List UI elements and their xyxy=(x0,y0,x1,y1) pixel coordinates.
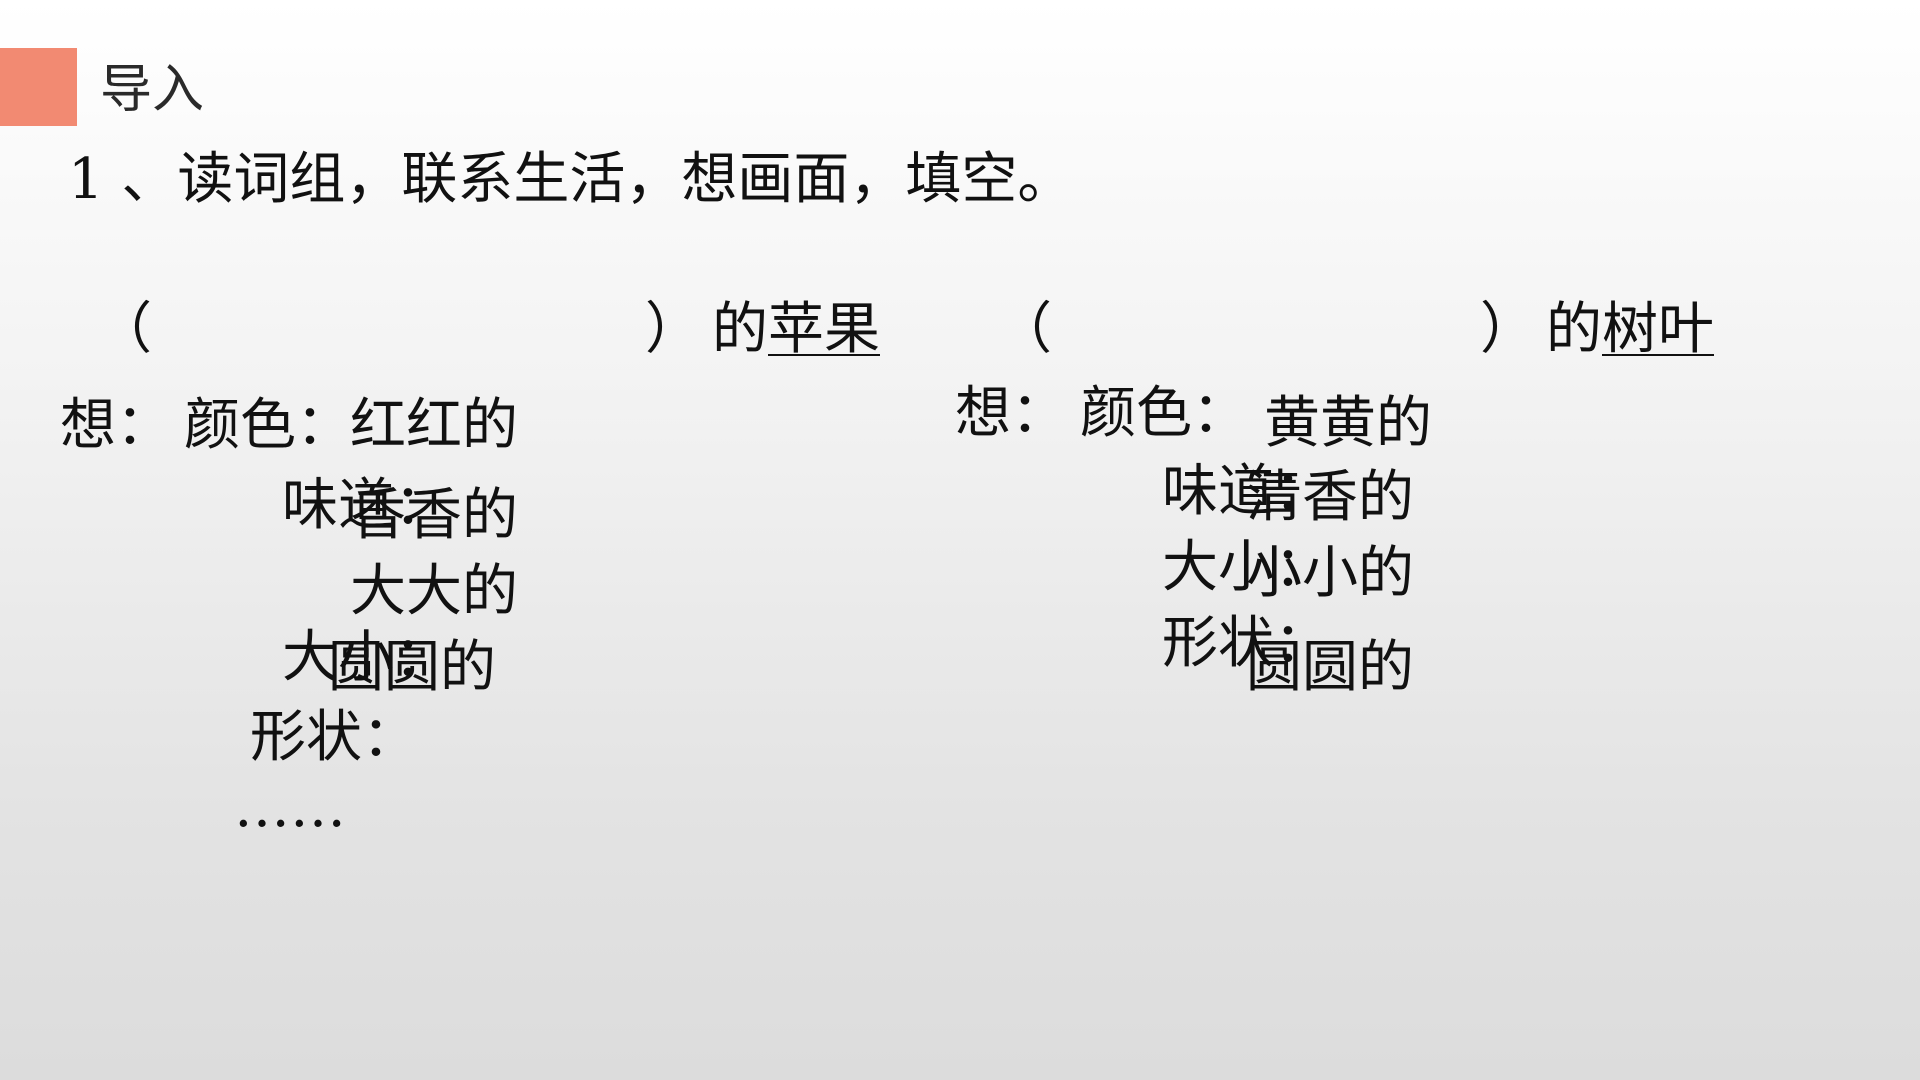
instruction-text: 1 、读词组，联系生活，想画面，填空。 xyxy=(68,147,1074,212)
right-shape-value: 圆圆的 xyxy=(1246,635,1414,700)
left-think-label: 想： xyxy=(60,393,172,458)
left-close-paren: ） xyxy=(645,297,701,362)
left-phrase: 的苹果 xyxy=(712,302,880,358)
section-title: 导入 xyxy=(100,60,205,120)
left-shape-value: 圆圆的 xyxy=(328,635,496,700)
right-size-label: 大小： xyxy=(1162,535,1330,600)
left-taste-label: 味道： xyxy=(282,473,450,538)
left-shape-label: 形状： xyxy=(250,705,418,770)
left-ellipsis: …… xyxy=(234,775,346,840)
right-shape-label: 形状： xyxy=(1162,611,1330,676)
left-size-value: 大大的 xyxy=(350,559,518,624)
right-color-label: 颜色： xyxy=(1080,381,1248,446)
right-noun: 树叶 xyxy=(1602,297,1714,362)
left-color-label: 颜色： xyxy=(184,393,352,458)
right-size-value: 小小的 xyxy=(1246,541,1414,606)
left-particle: 的 xyxy=(712,297,768,362)
right-taste-label: 味道： xyxy=(1162,459,1330,524)
left-taste-value: 香香的 xyxy=(350,483,518,548)
left-size-label: 大小： xyxy=(282,625,450,690)
right-phrase: 的树叶 xyxy=(1546,302,1714,358)
left-color-value: 红红的 xyxy=(350,393,518,458)
right-open-paren: （ xyxy=(996,297,1052,362)
right-color-value: 黄黄的 xyxy=(1264,391,1432,456)
right-think-label: 想： xyxy=(955,381,1067,446)
left-noun: 苹果 xyxy=(768,297,880,362)
left-open-paren: （ xyxy=(96,297,152,362)
right-close-paren: ） xyxy=(1480,297,1536,362)
accent-block xyxy=(0,48,77,126)
right-particle: 的 xyxy=(1546,297,1602,362)
right-taste-value: 清香的 xyxy=(1246,465,1414,530)
